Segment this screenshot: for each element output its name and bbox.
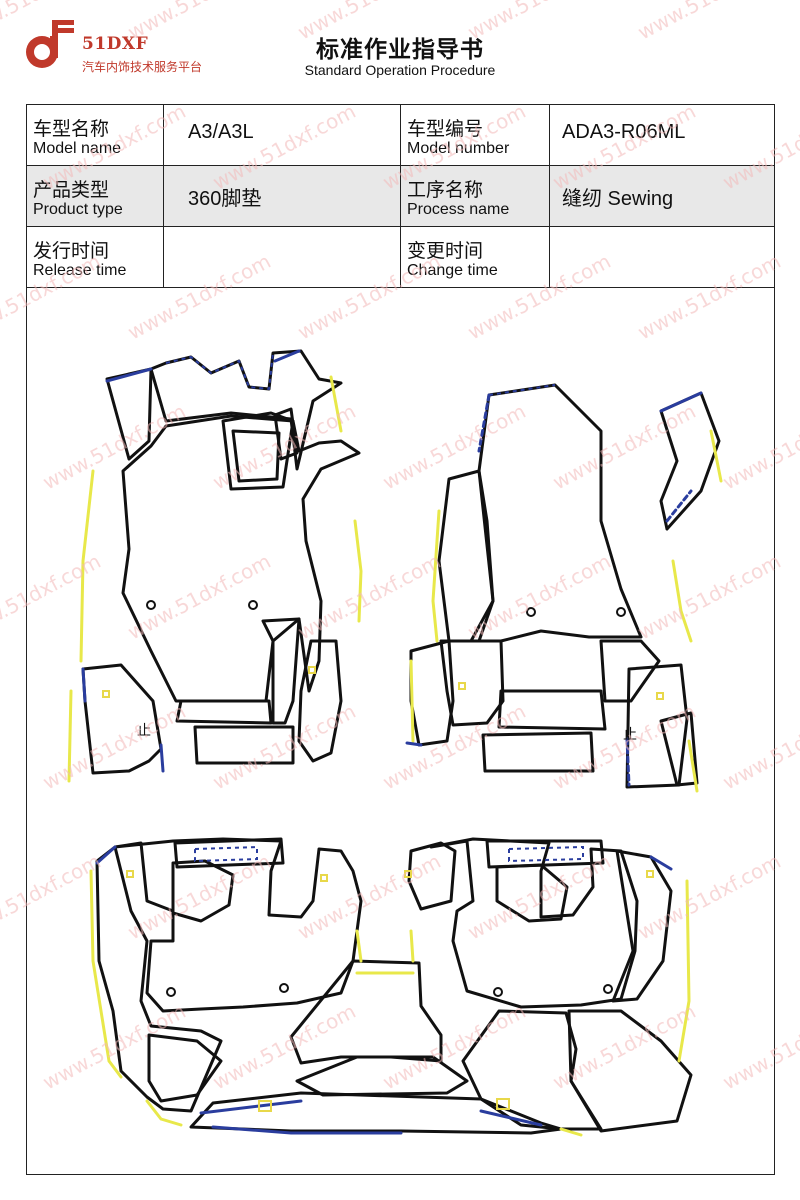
- dashed-seam-lines: [165, 352, 584, 863]
- model-name-value: A3/A3L: [188, 121, 254, 143]
- stop-marker-right: 止: [623, 727, 637, 743]
- release-time-label-en: Release time: [33, 262, 127, 279]
- change-time-label-en: Change time: [407, 262, 498, 279]
- product-type-label: 产品类型: [33, 179, 110, 201]
- info-row-model: 车型名称 Model name A3/A3L 车型编号 Model number…: [26, 104, 775, 166]
- release-time-value: [164, 227, 400, 243]
- model-number-label-en: Model number: [407, 140, 510, 157]
- clip-point-markers: [102, 666, 664, 1112]
- process-name-value-cell: 缝纫 Sewing: [549, 165, 775, 227]
- model-number-value: ADA3-R06ML: [562, 121, 686, 143]
- model-name-label-cell: 车型名称 Model name: [26, 104, 164, 166]
- info-row-time: 发行时间 Release time 变更时间 Change time: [26, 226, 775, 288]
- front-left-mat: [81, 349, 361, 775]
- product-type-value: 360脚垫: [188, 188, 262, 210]
- info-table: 车型名称 Model name A3/A3L 车型编号 Model number…: [26, 104, 775, 288]
- document-title: 标准作业指导书: [316, 37, 484, 63]
- process-name-label: 工序名称: [407, 179, 484, 201]
- watermark-text: www.51dxf.com: [634, 0, 785, 44]
- release-time-value-cell: [163, 226, 401, 288]
- model-number-label: 车型编号: [407, 118, 484, 140]
- yellow-edge-lines: [67, 375, 723, 1137]
- floor-mat-pattern-svg: 止 止: [67, 349, 723, 1137]
- document-subtitle: Standard Operation Procedure: [304, 62, 496, 78]
- model-number-label-cell: 车型编号 Model number: [400, 104, 550, 166]
- mounting-holes: [146, 600, 626, 997]
- stop-marker-left: 止: [137, 723, 151, 739]
- logo-name: 51DXF: [82, 34, 149, 54]
- pattern-drawing: 止 止: [26, 287, 775, 1175]
- model-name-label: 车型名称: [33, 118, 110, 140]
- info-row-product: 产品类型 Product type 360脚垫 工序名称 Process nam…: [26, 165, 775, 227]
- process-name-label-en: Process name: [407, 201, 510, 218]
- product-type-value-cell: 360脚垫: [163, 165, 401, 227]
- model-name-label-en: Model name: [33, 140, 122, 157]
- change-time-value-cell: [549, 226, 775, 288]
- process-name-value: 缝纫 Sewing: [562, 188, 674, 210]
- change-time-label: 变更时间: [407, 240, 484, 262]
- blue-edge-lines: [81, 349, 703, 1135]
- front-right-mat: [409, 383, 721, 789]
- release-time-label: 发行时间: [33, 240, 110, 262]
- model-number-value-cell: ADA3-R06ML: [549, 104, 775, 166]
- logo-mark-icon: [26, 20, 74, 68]
- process-name-label-cell: 工序名称 Process name: [400, 165, 550, 227]
- product-type-label-en: Product type: [33, 201, 123, 218]
- company-logo: 51DXF 汽车内饰技术服务平台: [22, 18, 252, 78]
- change-time-label-cell: 变更时间 Change time: [400, 226, 550, 288]
- release-time-label-cell: 发行时间 Release time: [26, 226, 164, 288]
- rear-mat: [95, 837, 693, 1135]
- logo-tagline: 汽车内饰技术服务平台: [82, 60, 203, 74]
- product-type-label-cell: 产品类型 Product type: [26, 165, 164, 227]
- change-time-value: [550, 227, 774, 243]
- model-name-value-cell: A3/A3L: [163, 104, 401, 166]
